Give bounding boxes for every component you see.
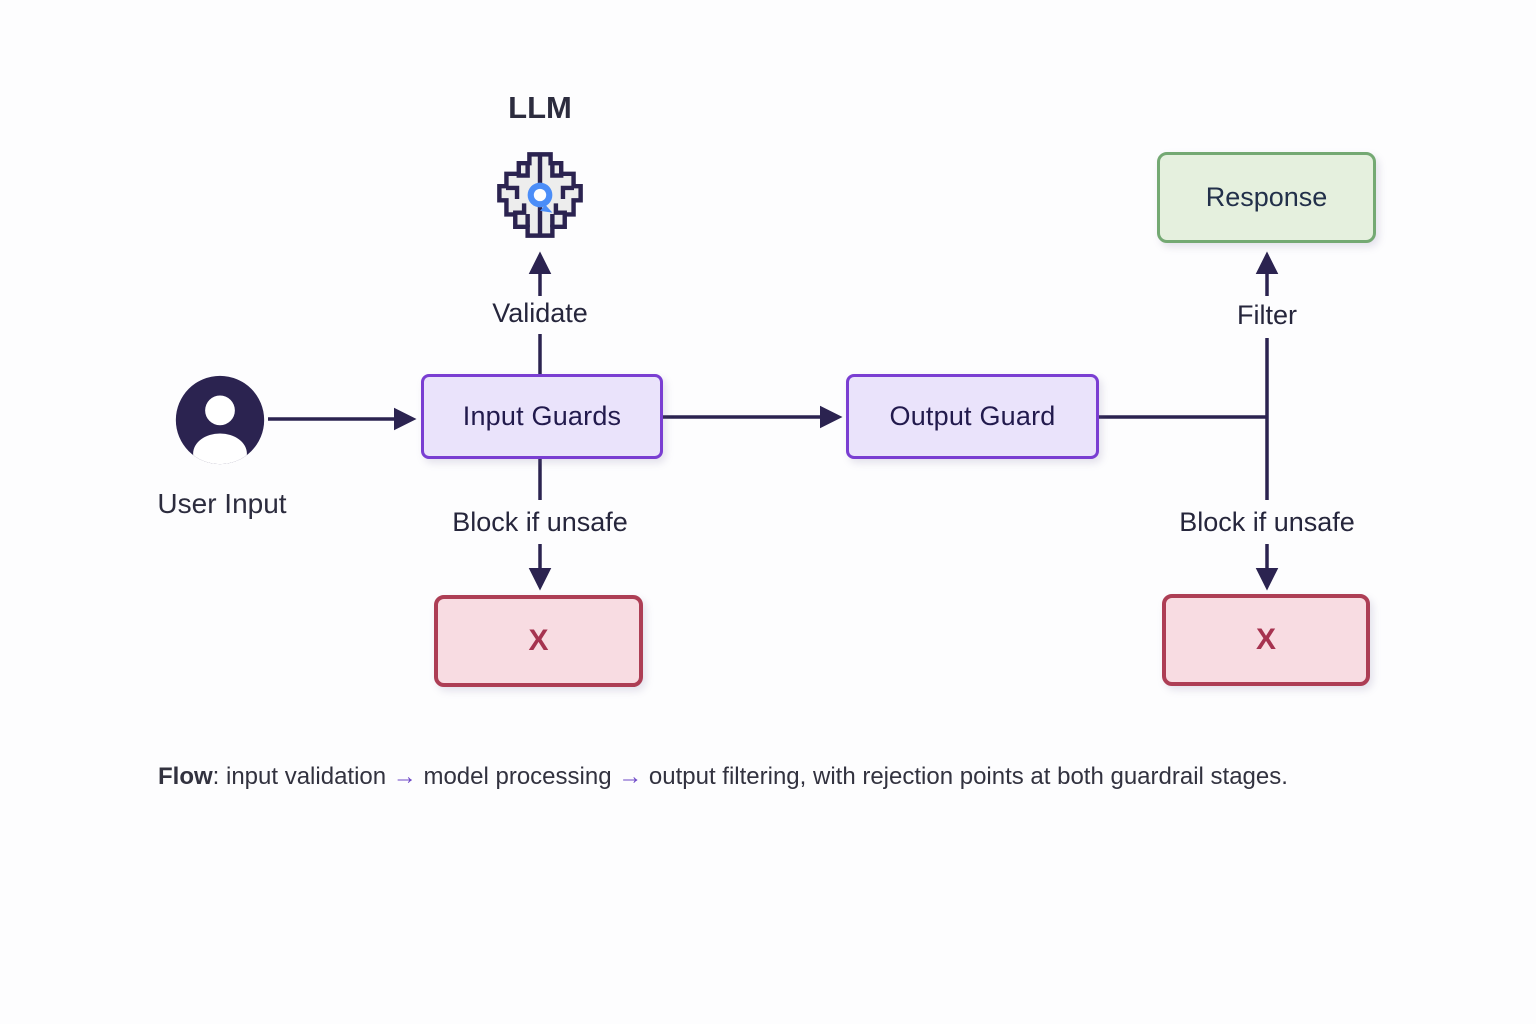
reject-output-x: X [1255, 623, 1276, 656]
response-label: Response [1205, 182, 1328, 212]
response-node: Response [1157, 152, 1376, 243]
caption-lead: Flow [158, 763, 213, 790]
block-if-unsafe-left-label: Block if unsafe [452, 507, 628, 537]
caption-part2: model processing [416, 763, 619, 790]
filter-label: Filter [1237, 300, 1297, 330]
user-input-label: User Input [157, 488, 287, 519]
reject-output-node: X [1162, 594, 1370, 686]
caption-arrow-2: → [618, 763, 643, 790]
llm-brain-icon [487, 142, 593, 248]
block-if-unsafe-right-label: Block if unsafe [1179, 507, 1355, 537]
output-guard-label: Output Guard [889, 401, 1056, 431]
flow-caption: Flow: input validation → model processin… [158, 756, 1338, 797]
output-guard-node: Output Guard [846, 374, 1099, 459]
reject-input-x: X [528, 624, 549, 657]
reject-input-node: X [434, 595, 643, 687]
input-guards-label: Input Guards [462, 401, 622, 431]
llm-label: LLM [508, 90, 572, 125]
validate-label: Validate [492, 298, 588, 328]
caption-arrow-1: → [392, 763, 417, 790]
caption-part3: output filtering, with rejection points … [642, 763, 1288, 790]
input-guards-node: Input Guards [421, 374, 663, 459]
user-icon [172, 372, 268, 468]
caption-part1: : input validation [212, 763, 393, 790]
